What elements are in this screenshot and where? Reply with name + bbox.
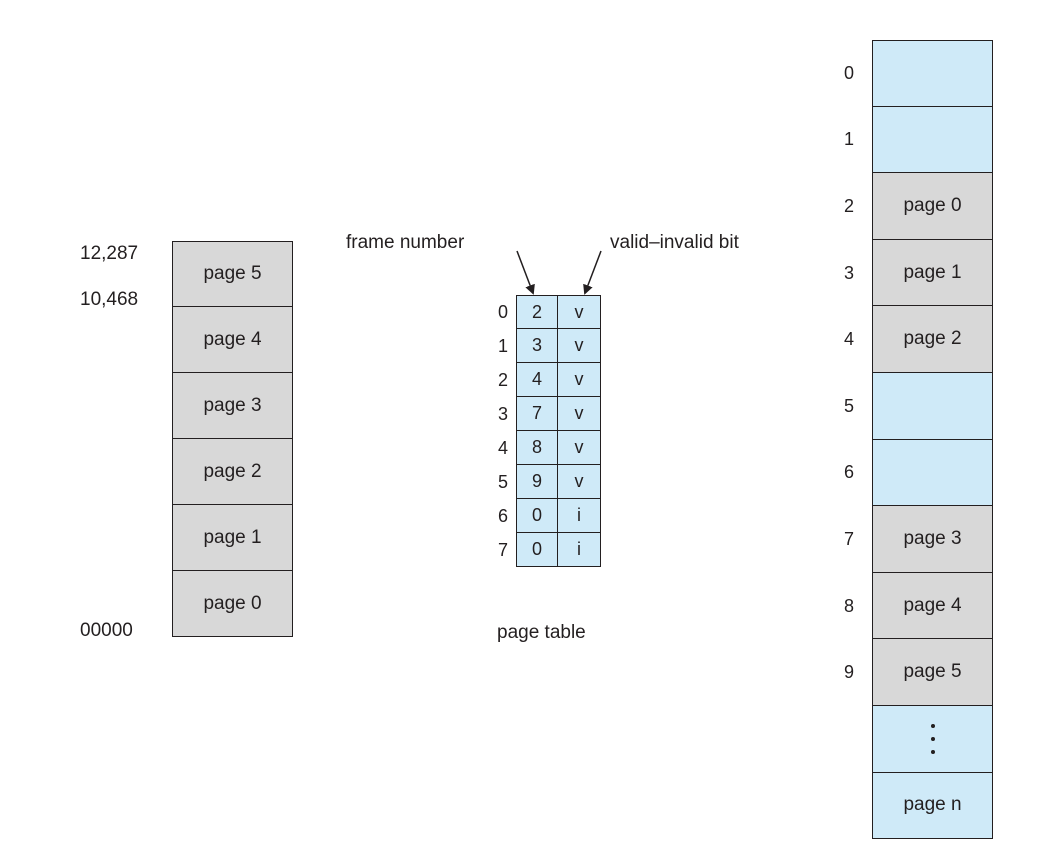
frame-cell: [872, 40, 993, 107]
frame-cell: page 0: [872, 173, 993, 240]
valid-bit-cell: v: [558, 397, 601, 431]
frame-cell: [872, 372, 993, 440]
page-table-caption: page table: [497, 622, 586, 643]
frame-number-cell: 3: [516, 329, 558, 363]
frame-cell: page 4: [872, 572, 993, 640]
page-table-index: 7: [497, 539, 508, 560]
frame-index: 4: [844, 329, 855, 350]
frame-index: 3: [844, 262, 855, 283]
logical-page-4: page 4: [172, 307, 293, 373]
physical-frame: 0: [844, 40, 993, 107]
valid-bit-cell: v: [558, 329, 601, 363]
frame-cell: [872, 439, 993, 507]
logical-page-3: page 3: [172, 373, 293, 439]
page-table-index: 1: [497, 335, 508, 356]
logical-page-1: page 1: [172, 505, 293, 571]
page-table: 0 2 v 1 3 v 2 4 v 3 7 v 4 8 v 5 9 v 6 0 …: [498, 295, 601, 567]
frame-cell: page 3: [872, 506, 993, 573]
logical-page-5: page 5: [172, 241, 293, 307]
address-label-page5-start: 10,468: [80, 289, 139, 310]
physical-frame: 8 page 4: [844, 572, 993, 640]
frame-cell: [872, 106, 993, 174]
physical-frame: 2 page 0: [844, 173, 993, 240]
valid-bit-cell: v: [558, 431, 601, 465]
physical-frame: 5: [844, 372, 993, 440]
page-table-row: 5 9 v: [498, 465, 601, 499]
logical-page-0: page 0: [172, 571, 293, 637]
frame-index: 9: [844, 662, 855, 683]
page-table-index: 0: [497, 301, 508, 322]
address-label-top: 12,287: [80, 243, 139, 264]
valid-bit-cell: i: [558, 499, 601, 533]
page-table-row: 6 0 i: [498, 499, 601, 533]
physical-frame: 3 page 1: [844, 239, 993, 307]
frame-index: 0: [844, 62, 855, 83]
valid-bit-cell: v: [558, 295, 601, 329]
frame-number-cell: 0: [516, 533, 558, 567]
valid-invalid-bit-label: valid–invalid bit: [610, 232, 739, 253]
frame-index: 2: [844, 195, 855, 216]
frame-cell: page 2: [872, 306, 993, 373]
page-table-row: 1 3 v: [498, 329, 601, 363]
frame-number-cell: 0: [516, 499, 558, 533]
frame-cell: page 5: [872, 639, 993, 706]
vertical-ellipsis-icon: [930, 723, 935, 754]
address-label-bottom: 00000: [80, 620, 133, 641]
logical-page-2: page 2: [172, 439, 293, 505]
frame-index: 7: [844, 528, 855, 549]
frame-index: 5: [844, 395, 855, 416]
page-table-index: 5: [497, 471, 508, 492]
frame-cell: page n: [872, 772, 993, 840]
frame-number-cell: 8: [516, 431, 558, 465]
frame-number-label: frame number: [346, 232, 465, 253]
frame-number-arrow: [516, 250, 535, 295]
frame-cell-ellipsis: [872, 705, 993, 773]
logical-memory: page 5 page 4 page 3 page 2 page 1 page …: [172, 241, 293, 637]
page-table-index: 6: [497, 505, 508, 526]
valid-bit-cell: v: [558, 465, 601, 499]
page-table-index: 2: [497, 369, 508, 390]
frame-cell: page 1: [872, 239, 993, 307]
page-table-row: 0 2 v: [498, 295, 601, 329]
frame-number-cell: 7: [516, 397, 558, 431]
page-table-row: 4 8 v: [498, 431, 601, 465]
physical-frame: 4 page 2: [844, 306, 993, 373]
valid-bit-arrow: [583, 250, 602, 295]
physical-frame: page n: [872, 772, 993, 840]
physical-frame: [872, 705, 993, 773]
physical-frame: 1: [844, 106, 993, 174]
page-table-index: 4: [497, 437, 508, 458]
physical-memory: 0 1 2 page 0 3 page 1 4 page 2 5 6 7 pag…: [844, 40, 993, 840]
physical-frame: 9 page 5: [844, 639, 993, 706]
physical-frame: 7 page 3: [844, 506, 993, 573]
valid-bit-cell: i: [558, 533, 601, 567]
page-table-index: 3: [497, 403, 508, 424]
page-table-row: 2 4 v: [498, 363, 601, 397]
page-table-row: 7 0 i: [498, 533, 601, 567]
frame-index: 1: [844, 129, 855, 150]
page-table-row: 3 7 v: [498, 397, 601, 431]
frame-number-cell: 4: [516, 363, 558, 397]
frame-index: 6: [844, 462, 855, 483]
valid-bit-cell: v: [558, 363, 601, 397]
frame-number-cell: 2: [516, 295, 558, 329]
frame-index: 8: [844, 595, 855, 616]
physical-frame: 6: [844, 439, 993, 507]
frame-number-cell: 9: [516, 465, 558, 499]
